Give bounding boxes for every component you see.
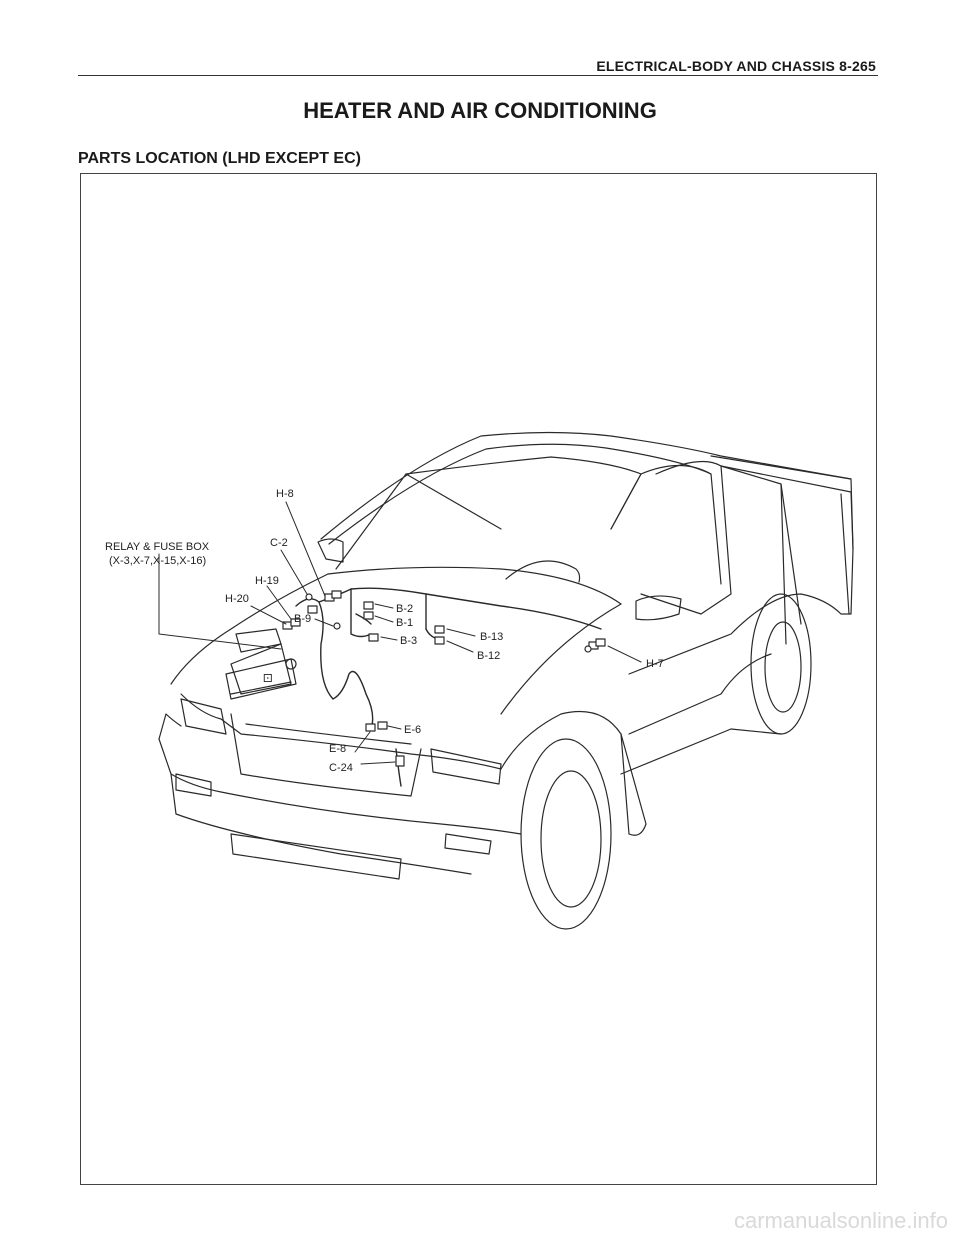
label-b2: B-2 [396, 603, 413, 615]
label-b12: B-12 [477, 650, 500, 662]
label-b9: B-9 [294, 613, 311, 625]
label-b13: B-13 [480, 631, 503, 643]
label-relay-fuse-box: RELAY & FUSE BOX [105, 541, 210, 553]
page-title: HEATER AND AIR CONDITIONING [303, 98, 657, 123]
label-b1: B-1 [396, 617, 413, 629]
wiring-harness [295, 587, 602, 787]
label-c2: C-2 [270, 537, 288, 549]
label-h19: H-19 [255, 575, 279, 587]
label-b3: B-3 [400, 635, 417, 647]
parts-location-figure: ⚀ [80, 173, 877, 1185]
label-h20: H-20 [225, 593, 249, 605]
section-header: ELECTRICAL-BODY AND CHASSIS 8-265 [596, 58, 876, 74]
label-h7: H-7 [646, 658, 664, 670]
connectors [282, 590, 606, 767]
header-divider [78, 75, 878, 76]
svg-text:⚀: ⚀ [263, 673, 273, 685]
leader-lines [158, 501, 642, 765]
section-subtitle: PARTS LOCATION (LHD EXCEPT EC) [78, 150, 361, 167]
label-relay-fuse-box-codes: (X-3,X-7,X-15,X-16) [109, 555, 206, 567]
callout-labels: RELAY & FUSE BOX (X-3,X-7,X-15,X-16) H-8… [105, 488, 664, 774]
label-e6: E-6 [404, 724, 421, 736]
truck-outline: ⚀ [158, 431, 854, 930]
label-c24: C-24 [329, 762, 353, 774]
watermark: carmanualsonline.info [733, 1208, 948, 1233]
label-h8: H-8 [276, 488, 294, 500]
label-e8: E-8 [329, 743, 346, 755]
truck-diagram: ⚀ [105, 431, 854, 930]
